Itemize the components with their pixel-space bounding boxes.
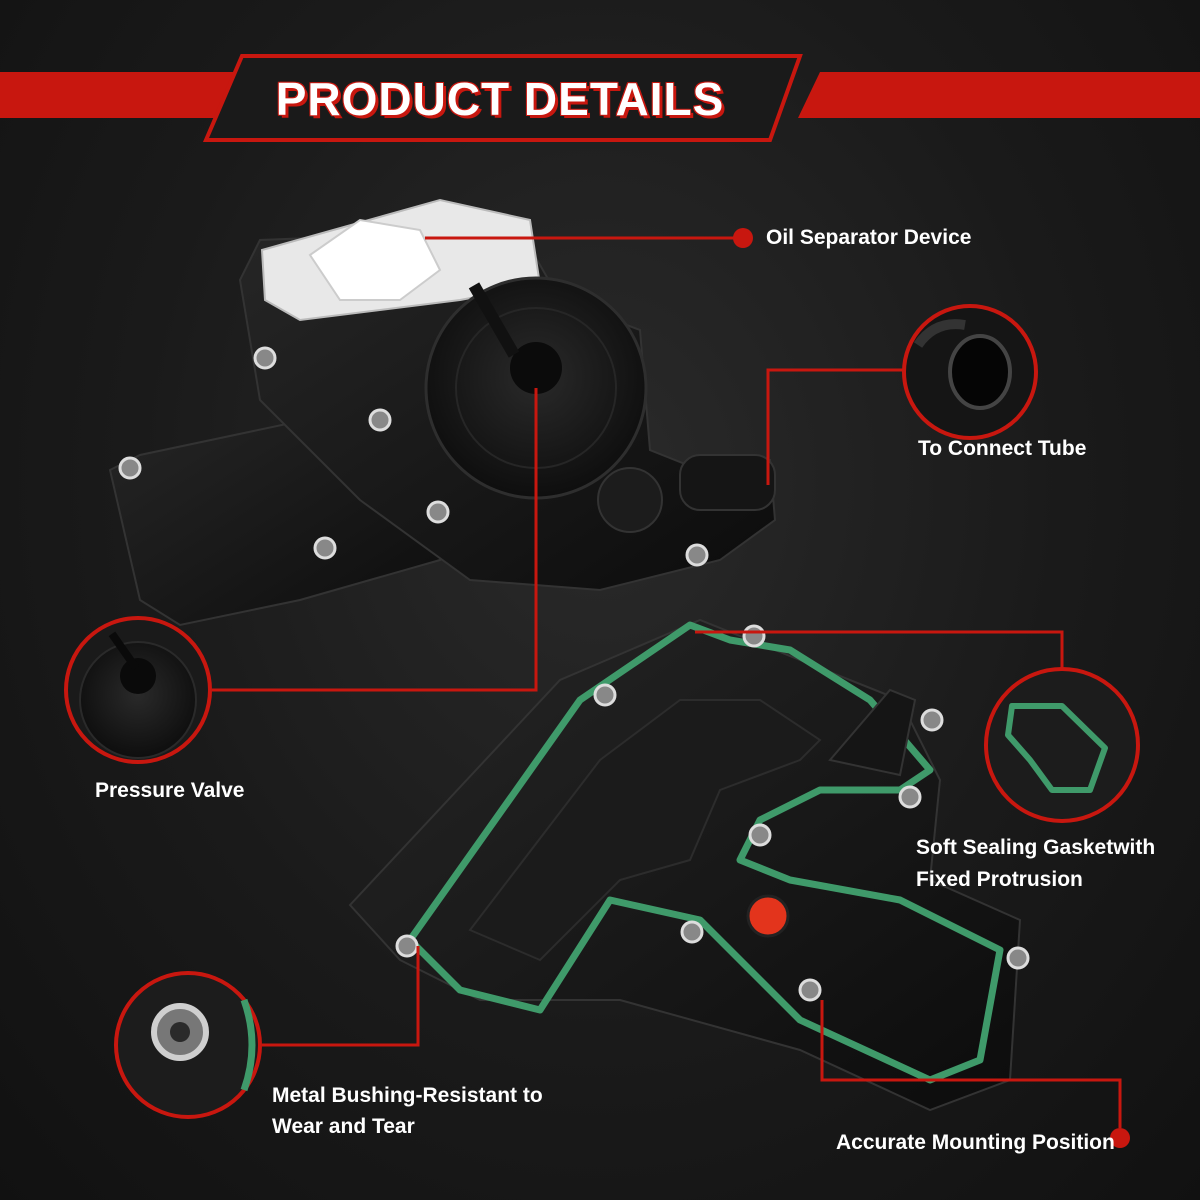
zoom-pressure-valve (64, 616, 212, 764)
lower-bushing-2 (593, 683, 617, 707)
banner-left-bar (0, 72, 238, 118)
label-connect-tube: To Connect Tube (918, 437, 1087, 460)
label-bushing-line1: Metal Bushing-Resistant to (272, 1084, 543, 1107)
lower-part-image (348, 618, 1030, 1112)
upper-part-image (108, 198, 777, 627)
lower-bushing-5 (748, 823, 772, 847)
valve-lever (468, 282, 520, 358)
callout-dots (733, 228, 1130, 1148)
lower-bushing-1 (742, 624, 766, 648)
mounting-dot (1110, 1128, 1130, 1148)
outlet-port (597, 467, 663, 533)
bushing-2 (118, 456, 142, 480)
valve-knob-icon (120, 658, 156, 694)
bushing-1 (253, 346, 277, 370)
label-mounting: Accurate Mounting Position (836, 1131, 1115, 1154)
zoom-gasket (984, 667, 1140, 823)
pressure-valve-line (212, 388, 538, 692)
valve-cap (510, 342, 562, 394)
header-banner (0, 54, 1200, 142)
separator-insert (308, 218, 442, 301)
label-gasket-line2: Fixed Protrusion (916, 868, 1083, 891)
zoom-tube (902, 304, 1038, 440)
connect-tube-line (766, 368, 908, 485)
bushing-4 (426, 500, 450, 524)
lower-bushing-4 (898, 785, 922, 809)
lower-bushing-3 (920, 708, 944, 732)
lower-nozzle (828, 688, 917, 777)
label-oil-separator: Oil Separator Device (766, 226, 972, 249)
lower-bushing-8 (1006, 946, 1030, 970)
mounting-line (820, 1000, 1122, 1128)
label-gasket-line1: Soft Sealing Gasketwith (916, 836, 1156, 859)
lower-bushing-6 (395, 934, 419, 958)
lower-bushing-7 (680, 920, 704, 944)
banner-frame (202, 54, 803, 142)
tube-opening-icon (948, 334, 1012, 410)
oil-separator-dot (733, 228, 753, 248)
bushing-6 (368, 408, 392, 432)
gasket-inner (468, 699, 822, 962)
label-pressure-valve: Pressure Valve (95, 779, 245, 802)
label-bushing-line2: Wear and Tear (272, 1115, 415, 1138)
bushing-3 (313, 536, 337, 560)
zoom-bushing (114, 971, 262, 1119)
tube-outlet (679, 454, 776, 511)
bushing-5 (685, 543, 709, 567)
lower-bushing-9 (798, 978, 822, 1002)
red-plug (746, 894, 790, 938)
bushing-line (262, 946, 420, 1047)
gasket-line (695, 630, 1064, 675)
page-title: PRODUCT DETAILS (275, 73, 725, 125)
callout-lines (212, 236, 1122, 1128)
gasket-protrusion-icon (1005, 703, 1108, 793)
banner-right-bar (798, 72, 1200, 118)
